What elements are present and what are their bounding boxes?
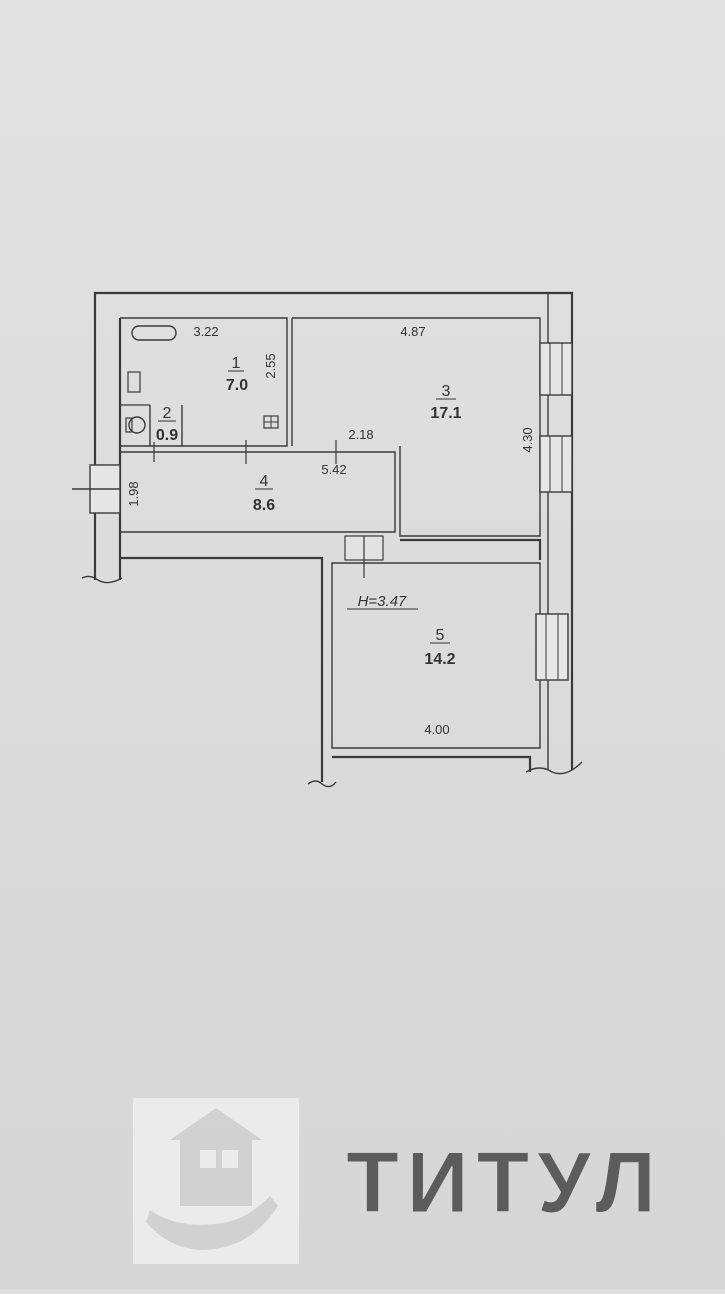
window-room3-upper [539,342,573,396]
room-2-area: 0.9 [156,427,178,444]
room-3-area: 17.1 [430,405,461,422]
outer-walls [81,291,583,788]
watermark-text: ТИТУЛ [346,1135,663,1231]
room-2-number: 2 [163,405,172,422]
room-5-area: 14.2 [424,651,455,668]
window-room3-lower [539,435,573,493]
fixtures [120,325,337,464]
dim-room3-depth: 4.30 [520,427,535,452]
room-4-area: 8.6 [253,497,275,514]
room-3-number: 3 [442,383,451,400]
dimension-labels: 3.22 2.55 4.87 4.30 2.18 5.42 1.98 4.00 … [126,324,535,737]
bathtub-icon [131,325,177,341]
dim-room3-width: 4.87 [400,324,425,339]
toilet-icon [128,416,146,434]
room-5-number: 5 [436,627,445,644]
dim-corridor-length: 5.42 [321,462,346,477]
ceiling-height: H=3.47 [358,593,407,610]
house-hand-logo-icon [146,1108,278,1250]
dim-room1-width: 3.22 [193,324,218,339]
room-1-area: 7.0 [226,377,248,394]
dim-corridor-step: 2.18 [348,427,373,442]
room-labels: 1 7.0 2 0.9 3 17.1 4 8.6 5 14.2 [156,355,462,668]
room-4-number: 4 [260,473,269,490]
dim-corridor-width: 1.98 [126,481,141,506]
windows [72,342,573,681]
dim-room1-depth: 2.55 [263,353,278,378]
dim-room5-width: 4.00 [424,722,449,737]
sink-icon [127,371,141,393]
window-room5 [535,613,569,681]
room-1-number: 1 [232,355,241,372]
watermark: ТИТУЛ [133,1098,663,1264]
